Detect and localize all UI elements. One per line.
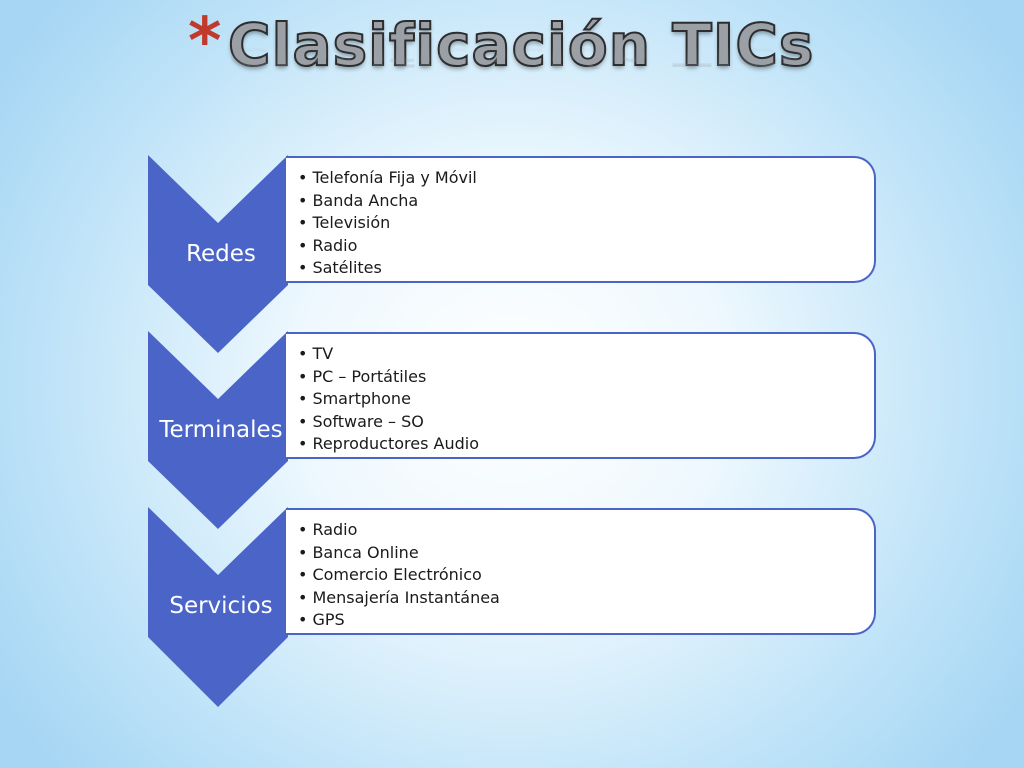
list-item: Smartphone <box>298 388 479 411</box>
list-item: Software – SO <box>298 411 479 434</box>
list-item: TV <box>298 343 479 366</box>
list-item: Telefonía Fija y Móvil <box>298 167 476 190</box>
list-item: Satélites <box>298 257 477 280</box>
list-item: Banca Online <box>298 542 500 565</box>
row-card: TV PC – Portátiles Smartphone Software –… <box>286 332 876 459</box>
chevron-shape <box>148 507 288 707</box>
list-item: Reproductores Audio <box>298 433 479 456</box>
slide-title-reflection: Clasificación TICs <box>228 41 815 73</box>
list-item: Banda Ancha <box>298 190 477 213</box>
slide-title-area: * Clasificación TICs Clasificación TICs <box>0 2 1024 112</box>
row-card: Telefonía Fija y Móvil Banda Ancha Telev… <box>286 156 876 283</box>
row-card: Radio Banca Online Comercio Electrónico … <box>286 508 876 635</box>
list-item: Mensajería Instantánea <box>298 587 499 610</box>
list-item: Radio <box>298 519 500 542</box>
row-label: Redes <box>186 241 256 267</box>
bullet-list: TV PC – Portátiles Smartphone Software –… <box>298 343 479 456</box>
list-item: Comercio Electrónico <box>298 564 500 587</box>
list-item: Radio <box>298 235 477 258</box>
slide-title: Clasificación TICs <box>227 11 815 79</box>
list-item: PC – Portátiles <box>298 366 479 389</box>
row-label: Servicios <box>169 593 273 619</box>
list-item: GPS <box>298 609 500 632</box>
bullet-list: Radio Banca Online Comercio Electrónico … <box>298 519 500 632</box>
row-label: Terminales <box>159 417 283 443</box>
title-marker: * <box>188 5 222 79</box>
chevron-shape <box>148 331 288 529</box>
list-item: Televisión <box>298 212 477 235</box>
chevron-shape <box>148 155 288 353</box>
bullet-list: Telefonía Fija y Móvil Banda Ancha Telev… <box>298 167 477 280</box>
